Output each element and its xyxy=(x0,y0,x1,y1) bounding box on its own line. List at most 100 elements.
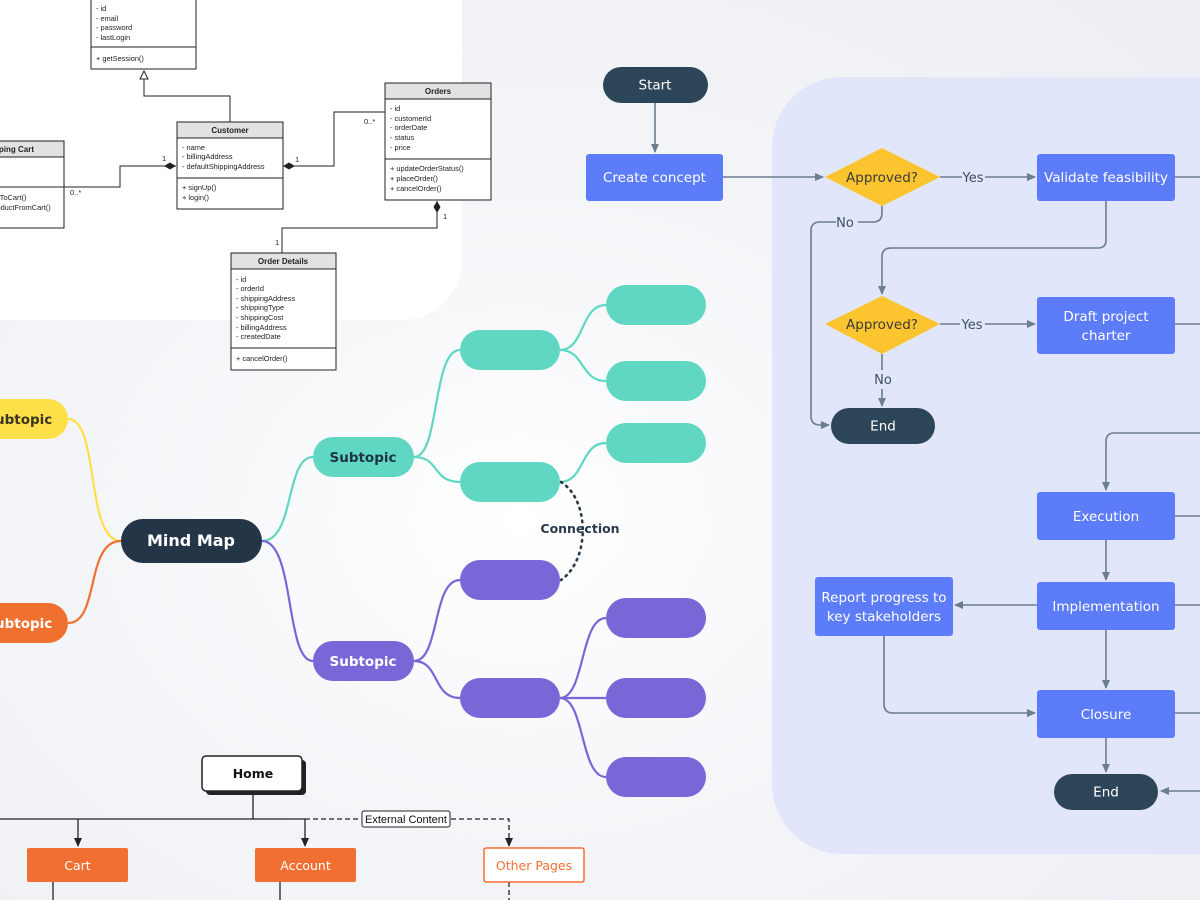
sitemap-cart-node[interactable]: Cart xyxy=(27,848,128,882)
uml-method: roductFromCart() xyxy=(0,203,51,212)
subtopic-label: ubtopic xyxy=(0,412,52,428)
subtopic-label: ubtopic xyxy=(0,616,52,632)
cart-label: Cart xyxy=(64,858,91,873)
flow-arrow xyxy=(810,206,883,425)
uml-attr: - id xyxy=(236,275,246,284)
mindmap-branch xyxy=(261,539,314,663)
multiplicity-label: 1 xyxy=(295,155,299,164)
mindmap-node[interactable] xyxy=(606,423,706,463)
mindmap-branch xyxy=(559,303,607,352)
mindmap-node[interactable] xyxy=(460,560,560,600)
account-label: Account xyxy=(280,858,331,873)
home-label: Home xyxy=(233,766,274,781)
multiplicity-label: 0..* xyxy=(364,117,375,126)
validate-label: Validate feasibility xyxy=(1044,170,1168,186)
mindmap-node[interactable] xyxy=(460,330,560,370)
mindmap-node[interactable] xyxy=(606,678,706,718)
customer-orders-connector xyxy=(283,111,385,170)
inheritance-connector xyxy=(144,71,231,122)
uml-class-order-details[interactable]: Order Details - id - orderId - shippingA… xyxy=(230,252,337,371)
cart-customer-connector xyxy=(64,162,176,188)
flow-validate-feasibility-box[interactable]: Validate feasibility xyxy=(1037,154,1175,201)
uml-attr: - price xyxy=(390,143,411,152)
mindmap-node[interactable] xyxy=(460,462,560,502)
mindmap-subtopic-teal[interactable]: Subtopic xyxy=(313,437,414,477)
uml-method: + login() xyxy=(182,193,209,202)
mindmap-connection-link xyxy=(559,480,585,582)
uml-method: + updateOrderStatus() xyxy=(390,164,464,173)
external-content-label: External Content xyxy=(365,814,447,826)
mindmap-branch xyxy=(559,348,607,383)
mindmap-branch xyxy=(261,455,314,543)
uml-method: + signUp() xyxy=(182,183,216,192)
no-label: No xyxy=(836,216,854,231)
flow-decision-approved-2[interactable]: Approved? xyxy=(825,296,940,354)
mindmap-node[interactable] xyxy=(606,757,706,797)
flow-end-terminal-1[interactable]: End xyxy=(831,408,935,444)
flow-start-terminal[interactable]: Start xyxy=(603,67,708,103)
mindmap-branch xyxy=(413,659,461,700)
subtopic-label: Subtopic xyxy=(329,654,396,670)
subtopic-label: Subtopic xyxy=(329,450,396,466)
flow-closure-box[interactable]: Closure xyxy=(1037,690,1175,738)
uml-class-title: Order Details xyxy=(258,257,309,266)
uml-class-shopping-cart[interactable]: pping Cart ctToCart() roductFromCart() (… xyxy=(0,140,65,229)
uml-attr: - id xyxy=(96,4,106,13)
end-label: End xyxy=(1093,785,1119,801)
flow-execution-box[interactable]: Execution xyxy=(1037,492,1175,540)
start-label: Start xyxy=(639,78,672,94)
multiplicity-label: 1 xyxy=(275,238,279,247)
mindmap-subtopic-purple[interactable]: Subtopic xyxy=(313,641,414,681)
uml-attr: - shippingCost xyxy=(236,313,283,322)
mindmap-center-node[interactable]: Mind Map xyxy=(121,519,262,563)
uml-method: + placeOrder() xyxy=(390,174,438,183)
mindmap-branch xyxy=(67,417,122,543)
uml-attr: - orderId xyxy=(236,284,264,293)
mindmap-branch xyxy=(413,455,461,484)
mindmap-node[interactable] xyxy=(606,285,706,325)
flow-arrow xyxy=(878,201,1107,295)
mindmap-node[interactable] xyxy=(460,678,560,718)
mindmap-node[interactable] xyxy=(606,598,706,638)
uml-class-user[interactable]: - id - email - password - lastLogin + ge… xyxy=(90,0,197,70)
mindmap-branch xyxy=(67,539,122,625)
mindmap-subtopic-orange[interactable]: ubtopic xyxy=(0,603,68,643)
uml-method: + cancelOrder() xyxy=(390,184,442,193)
orders-details-connector xyxy=(281,201,441,253)
flow-decision-approved-1[interactable]: Approved? xyxy=(825,148,940,206)
multiplicity-label: 1 xyxy=(443,212,447,221)
end-label: End xyxy=(870,419,896,435)
uml-attr: - billingAddress xyxy=(182,152,233,161)
uml-class-title: pping Cart xyxy=(0,145,34,154)
uml-method: + getSession() xyxy=(96,54,144,63)
draft-label-line1: Draft project xyxy=(1063,309,1148,325)
mindmap-node[interactable] xyxy=(606,361,706,401)
sitemap-account-node[interactable]: Account xyxy=(255,848,356,882)
mindmap-branch xyxy=(559,696,607,779)
uml-diagram: - id - email - password - lastLogin + ge… xyxy=(0,0,492,371)
uml-attr: - id xyxy=(390,104,400,113)
uml-attr: - orderDate xyxy=(390,123,427,132)
uml-class-customer[interactable]: Customer - name - billingAddress - defau… xyxy=(176,121,284,210)
yes-label: Yes xyxy=(962,171,984,186)
flow-report-progress-box[interactable]: Report progress to key stakeholders xyxy=(815,577,953,636)
uml-attr: - defaultShippingAddress xyxy=(182,162,265,171)
approved-label: Approved? xyxy=(846,317,918,333)
create-concept-label: Create concept xyxy=(603,170,706,186)
flow-end-terminal-2[interactable]: End xyxy=(1054,774,1158,810)
uml-attr: - shippingType xyxy=(236,303,284,312)
mindmap-subtopic-yellow[interactable]: ubtopic xyxy=(0,399,68,439)
sitemap-home-node[interactable]: Home xyxy=(201,755,306,795)
no-label: No xyxy=(874,373,892,388)
closure-label: Closure xyxy=(1081,707,1132,723)
uml-attr: - customerId xyxy=(390,114,431,123)
flow-implementation-box[interactable]: Implementation xyxy=(1037,582,1175,630)
flow-create-concept-box[interactable]: Create concept xyxy=(586,154,723,201)
sitemap-other-pages-node[interactable]: Other Pages xyxy=(483,847,585,883)
flow-draft-charter-box[interactable]: Draft project charter xyxy=(1037,297,1175,354)
approved-label: Approved? xyxy=(846,170,918,186)
sitemap: Home External Content Cart Account Other… xyxy=(0,755,585,900)
uml-attr: - lastLogin xyxy=(96,33,130,42)
uml-class-orders[interactable]: Orders - id - customerId - orderDate - s… xyxy=(384,82,492,201)
